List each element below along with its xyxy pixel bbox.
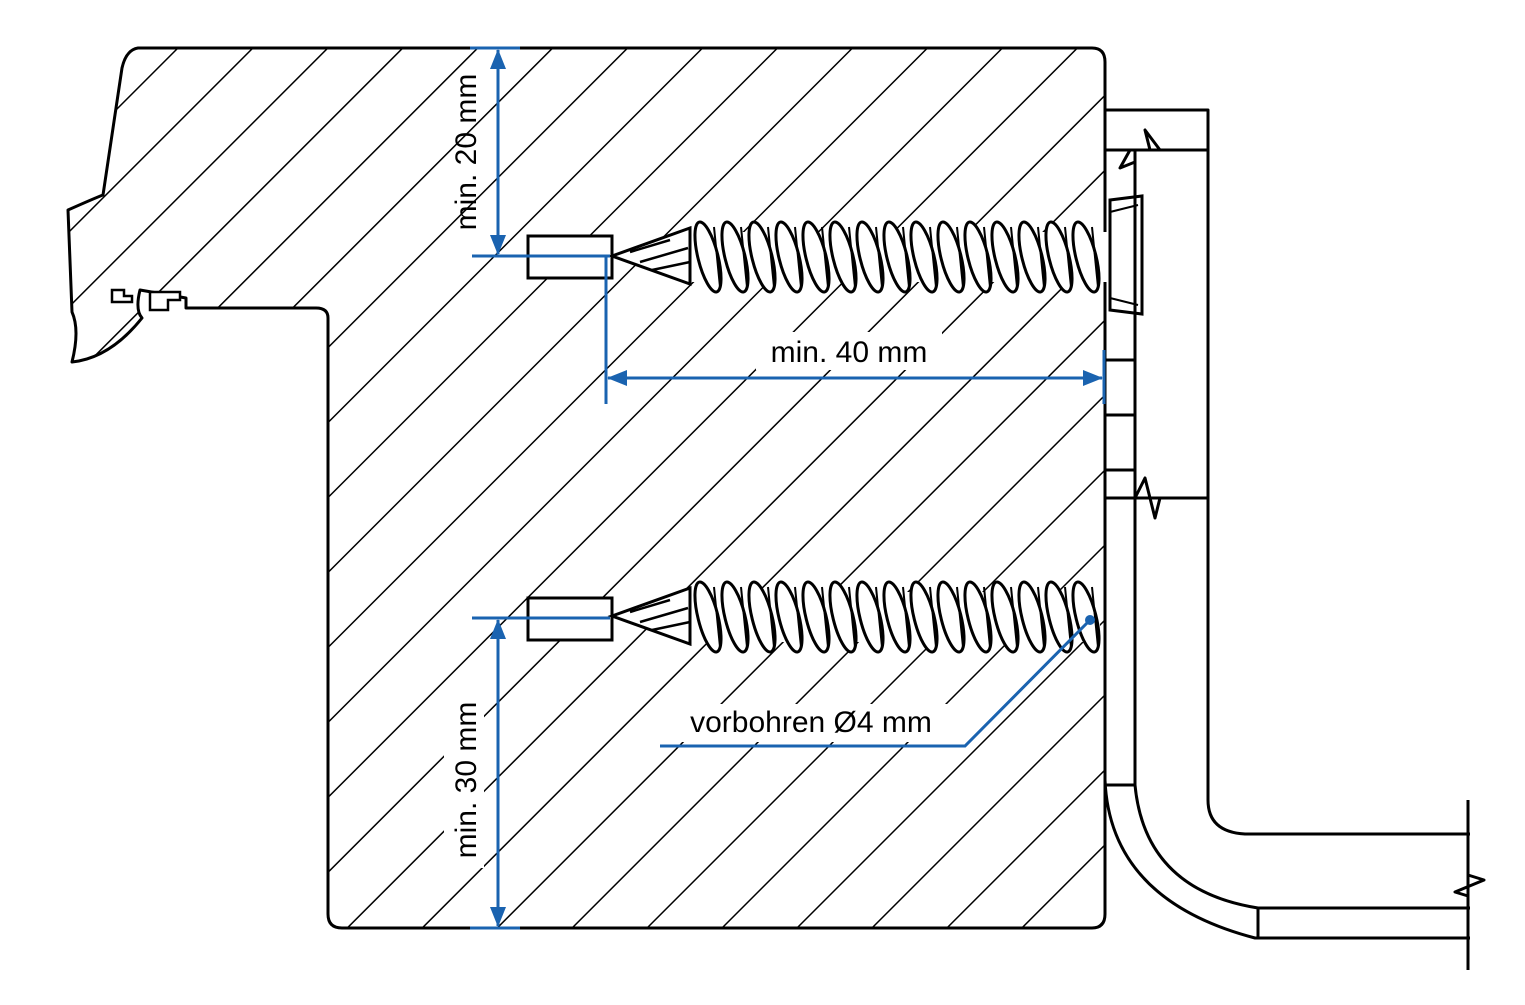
- label-predrill: vorbohren Ø4 mm: [690, 706, 932, 739]
- label-screw-depth: min. 40 mm: [771, 336, 928, 369]
- leader-predrill: vorbohren Ø4 mm: [660, 615, 1095, 748]
- label-top-edge: min. 20 mm: [450, 74, 483, 231]
- dimension-top-edge: min. 20 mm: [450, 46, 610, 258]
- screw-bottom: [607, 580, 1101, 654]
- metal-profile: [1103, 108, 1486, 970]
- label-bottom-edge: min. 30 mm: [450, 702, 483, 859]
- gasket-detail: [110, 288, 182, 312]
- dimension-bottom-edge: min. 30 mm: [444, 616, 610, 930]
- dimension-screw-depth: min. 40 mm: [604, 256, 1106, 404]
- wood-profile: [66, 46, 1107, 930]
